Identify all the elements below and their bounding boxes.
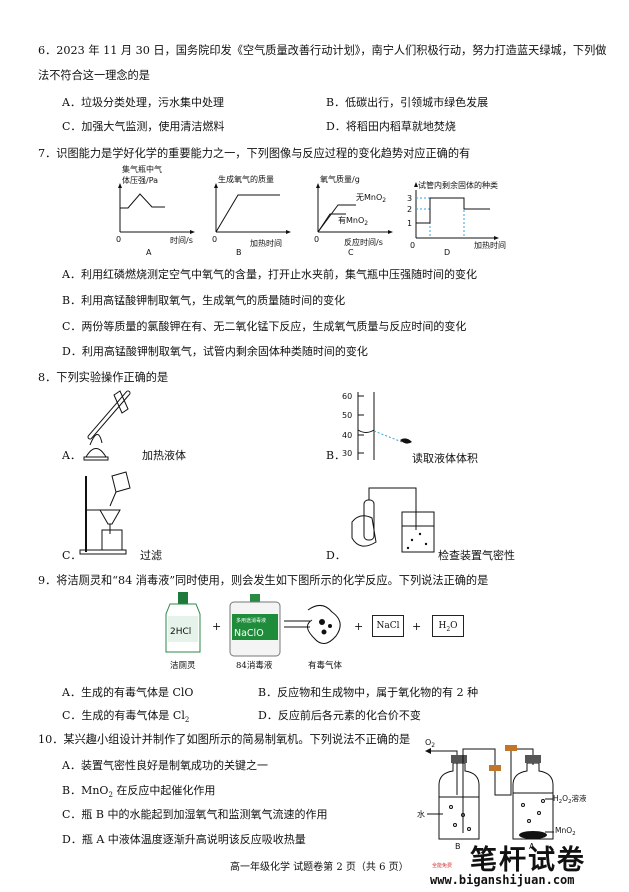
gas-label: 有毒气体 (308, 661, 343, 671)
q10-option-b: B．MnO2 在反应中起催化作用 (62, 784, 216, 800)
product-water: H2O (432, 615, 464, 637)
oxygen-generator-figure: O2 水 B A H2O2溶液 MnO2 (417, 738, 587, 851)
q6-option-b: B．低碳出行，引领城市绿色发展 (326, 96, 489, 109)
graph-d-xlabel: 加热时间 (474, 240, 506, 250)
graph-d-ylabel: 试管内剩余固体的种类 (418, 180, 498, 190)
watermark-title: 笔杆试卷 (470, 845, 586, 876)
graph-c-line1: 无MnO (356, 193, 382, 202)
graph-d-tick1: 1 (407, 219, 412, 228)
equals-icon (284, 620, 310, 628)
fig-water: 水 (417, 809, 425, 819)
q9-stem: 9．将洁厕灵和“84 消毒液”同时使用，则会发生如下图所示的化学反应。下列说法正… (38, 574, 489, 587)
graph-c-line2: 有MnO (338, 215, 364, 225)
graph-d-tag: D (444, 248, 450, 257)
bottle2-formula: NaClO (234, 628, 264, 639)
q9-option-a: A．生成的有毒气体是 ClO (62, 686, 194, 699)
graph-b-xlabel: 加热时间 (250, 238, 282, 248)
fig-bottle-b: B (455, 842, 461, 851)
q8-c-text: 过滤 (140, 549, 162, 562)
cylinder-tick-50: 50 (342, 411, 352, 420)
q8-a-text: 加热液体 (142, 449, 186, 462)
graph-d-tick2: 2 (407, 205, 412, 214)
bottle1-formula: 2HCl (170, 627, 191, 637)
graph-d-origin: 0 (410, 241, 415, 250)
q6-option-a: A．垃圾分类处理，污水集中处理 (62, 96, 224, 109)
svg-text:H2O2溶液: H2O2溶液 (553, 793, 587, 805)
disinfectant-bottle-icon: 多用途消毒液 NaClO (229, 594, 281, 657)
q9-plus-3: + (412, 620, 422, 633)
q7-graph-d: 试管内剩余固体的种类 3 2 1 0 加热时间 D (407, 180, 506, 257)
q9-option-d: D．反应前后各元素的化合价不变 (258, 709, 421, 722)
q7-graph-b: 生成氧气的质量 0 加热时间 B (212, 174, 291, 257)
q9-plus-2: + (354, 620, 364, 633)
bottle2-label: 84消毒液 (236, 661, 273, 671)
graph-a-tag: A (146, 248, 152, 257)
q6-stem-line1: 6．2023 年 11 月 30 日，国务院印发《空气质量改善行动计划》，南宁人… (38, 44, 607, 57)
graph-b-ylabel: 生成氧气的质量 (218, 174, 274, 184)
q8-d-text: 检查装置气密性 (438, 549, 515, 562)
q9-option-c: C．生成的有毒气体是 Cl2 (62, 709, 190, 725)
q7-option-d: D．利用高锰酸钾制取氧气，试管内剩余固体种类随时间的变化 (62, 345, 368, 358)
q8-b-tag: B． (326, 449, 346, 462)
cylinder-tick-40: 40 (342, 431, 352, 440)
graph-c-tag: C (348, 248, 354, 257)
q8-b-text: 读取液体体积 (412, 452, 478, 465)
cleaner-bottle-icon: 2HCl (165, 592, 201, 653)
q7-option-c: C．两份等质量的氯酸钾在有、无二氧化锰下反应，生成氧气质量与反应时间的变化 (62, 320, 467, 333)
page-footer: 高一年级化学 试题卷第 2 页（共 6 页） (230, 862, 409, 873)
q10-option-c: C．瓶 B 中的水能起到加湿氧气和监测氧气流速的作用 (62, 808, 328, 821)
filtration-icon (79, 471, 131, 555)
bottle1-label: 洁厕灵 (170, 661, 196, 671)
watermark-small: 全能免费 (432, 863, 453, 869)
q10-option-a: A．装置气密性良好是制氧成功的关键之一 (62, 759, 268, 772)
q9-option-b: B．反应物和生成物中，属于氧化物的有 2 种 (258, 686, 479, 699)
q10-option-d: D．瓶 A 中液体温度逐渐升高说明该反应吸收热量 (62, 833, 306, 846)
q7-graph-a: 集气瓶中气 体压强/Pa 0 时间/s A (116, 164, 195, 257)
graph-b-origin: 0 (212, 235, 217, 244)
q8-d-tag: D． (326, 549, 346, 562)
q9-plus-1: + (212, 620, 222, 633)
heating-liquid-icon (83, 390, 131, 461)
q7-stem: 7．识图能力是学好化学的重要能力之一，下列图像与反应过程的变化趋势对应正确的有 (38, 147, 471, 160)
graph-c-ylabel: 氧气质量/g (320, 174, 360, 184)
bottle2-top: 多用途消毒液 (236, 617, 266, 624)
graph-a-ylabel1: 集气瓶中气 (122, 164, 162, 174)
fig-o2-sub: 2 (431, 742, 435, 749)
toxic-gas-icon (307, 605, 341, 644)
graph-c-line2-sub: 2 (364, 220, 368, 227)
fig-bottle-a: A (529, 842, 535, 851)
watermark-url: www.biganshijuan.com (430, 873, 575, 887)
q8-c-tag: C． (62, 549, 82, 562)
svg-text:无MnO2: 无MnO2 (356, 193, 386, 204)
q6-stem-line2: 法不符合这一理念的是 (38, 69, 150, 82)
q6-option-c: C．加强大气监测，使用清洁燃料 (62, 120, 225, 133)
airtightness-check-icon (351, 487, 435, 553)
graph-a-xlabel: 时间/s (170, 235, 193, 245)
q8-a-tag: A． (62, 449, 81, 462)
cylinder-tick-60: 60 (342, 392, 352, 401)
product-nacl: NaCl (372, 615, 404, 637)
svg-text:O2: O2 (425, 738, 435, 749)
fig-o2: O (425, 738, 431, 747)
q7-option-b: B．利用高锰酸钾制取氧气，生成氧气的质量随时间的变化 (62, 294, 346, 307)
graph-a-ylabel2: 体压强/Pa (122, 175, 158, 185)
graph-b-tag: B (236, 248, 242, 257)
graduated-cylinder-icon: 60 50 40 30 (342, 392, 412, 460)
cylinder-tick-30: 30 (342, 449, 352, 458)
q10-stem: 10．某兴趣小组设计并制作了如图所示的简易制氧机。下列说法不正确的是 (38, 733, 411, 746)
graph-c-line1-sub: 2 (382, 197, 386, 204)
graph-c-origin: 0 (314, 235, 319, 244)
svg-text:MnO2: MnO2 (555, 826, 576, 837)
graph-d-tick3: 3 (407, 194, 412, 203)
q7-option-a: A．利用红磷燃烧测定空气中氧气的含量，打开止水夹前，集气瓶中压强随时间的变化 (62, 268, 477, 281)
q8-stem: 8．下列实验操作正确的是 (38, 371, 169, 384)
graph-c-xlabel: 反应时间/s (344, 237, 383, 247)
svg-text:有MnO2: 有MnO2 (338, 215, 368, 227)
graph-a-origin: 0 (116, 235, 121, 244)
q7-graph-c: 氧气质量/g 无MnO2 有MnO2 0 反应时间/s C (314, 174, 393, 257)
q6-option-d: D．将稻田内稻草就地焚烧 (326, 120, 456, 133)
